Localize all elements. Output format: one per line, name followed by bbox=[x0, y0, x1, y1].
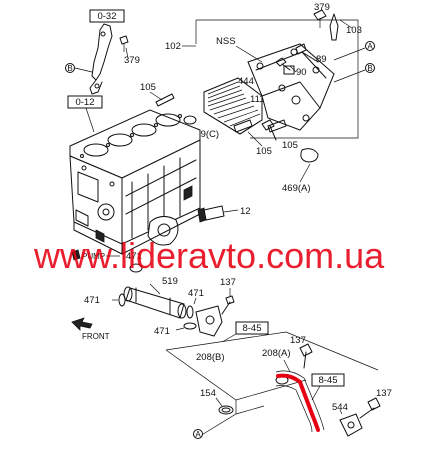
gasket-471-top bbox=[129, 263, 143, 273]
svg-text:B: B bbox=[367, 64, 372, 73]
watermark: www.lideravto.com.ua bbox=[33, 235, 385, 276]
marker-b-bracket: B bbox=[65, 63, 93, 73]
part-label-111[interactable]: 111 bbox=[250, 94, 264, 105]
hose-208a bbox=[275, 370, 325, 433]
engine-block bbox=[69, 109, 201, 255]
ref-box-0-12[interactable]: 0-12 bbox=[67, 95, 103, 109]
marker-b-cooler: B bbox=[333, 63, 375, 83]
part-label-90[interactable]: 90 bbox=[296, 67, 307, 78]
bolt-137-lower bbox=[359, 397, 381, 419]
ref-8-45-upper: 8-45 bbox=[242, 323, 261, 334]
part-label-102[interactable]: 102 bbox=[165, 41, 181, 52]
gasket-471-bottom bbox=[175, 322, 197, 331]
part-label-208a[interactable]: 208(A) bbox=[262, 348, 291, 359]
part-label-105a[interactable]: 105 bbox=[140, 82, 156, 93]
svg-text:B: B bbox=[67, 64, 72, 73]
marker-a-lower: A bbox=[193, 429, 203, 439]
part-label-12[interactable]: 12 bbox=[240, 206, 251, 217]
part-label-154[interactable]: 154 bbox=[200, 388, 216, 399]
pump-label[interactable]: PUMP bbox=[82, 252, 105, 261]
svg-text:A: A bbox=[367, 42, 373, 51]
part-label-469c[interactable]: 469(C) bbox=[190, 129, 219, 140]
part-label-137c[interactable]: 137 bbox=[376, 388, 392, 399]
ref-8-45-lower: 8-45 bbox=[318, 375, 337, 386]
stud-105-right bbox=[267, 119, 287, 133]
part-label-444[interactable]: 444 bbox=[238, 76, 254, 87]
clip-137-middle bbox=[299, 343, 313, 369]
part-label-105b[interactable]: 105 bbox=[256, 146, 272, 157]
part-label-519[interactable]: 519 bbox=[162, 276, 178, 287]
hose-208b bbox=[204, 338, 226, 374]
part-label-103[interactable]: 103 bbox=[346, 25, 362, 36]
part-label-nss[interactable]: NSS bbox=[216, 36, 236, 47]
svg-text:A: A bbox=[195, 430, 201, 439]
part-label-469a[interactable]: 469(A) bbox=[282, 183, 311, 194]
part-label-89[interactable]: 89 bbox=[316, 54, 327, 65]
gasket-471-right bbox=[186, 297, 197, 319]
bracket-assembly bbox=[89, 23, 129, 95]
ref-box-8-45-lower[interactable]: 8-45 bbox=[311, 373, 345, 387]
ref-box-8-45-upper[interactable]: 8-45 bbox=[235, 321, 269, 335]
part-label-137b[interactable]: 137 bbox=[290, 335, 306, 346]
part-label-471d[interactable]: 471 bbox=[154, 326, 170, 337]
plug-12 bbox=[197, 205, 239, 223]
flange-544 bbox=[339, 409, 363, 437]
part-label-471b[interactable]: 471 bbox=[84, 295, 100, 306]
cooler-bolts bbox=[261, 9, 353, 141]
oring-469c bbox=[183, 115, 197, 125]
part-label-471a[interactable]: 471 bbox=[126, 251, 142, 262]
ref-box-0-32[interactable]: 0-32 bbox=[89, 9, 125, 23]
marker-a-cooler: A bbox=[333, 41, 375, 61]
ref-0-12: 0-12 bbox=[75, 97, 94, 108]
stud-105-mid bbox=[233, 119, 263, 147]
ref-0-32: 0-32 bbox=[97, 11, 116, 22]
gasket-471-left bbox=[112, 293, 126, 307]
pipe-519 bbox=[123, 286, 187, 319]
part-label-379a[interactable]: 379 bbox=[124, 55, 140, 66]
part-label-471c[interactable]: 471 bbox=[188, 288, 204, 299]
front-label: FRONT bbox=[82, 332, 110, 341]
oil-cooler-housing bbox=[247, 43, 335, 131]
oring-469a bbox=[299, 148, 319, 183]
front-direction-arrow bbox=[71, 317, 93, 331]
pipe-flange bbox=[195, 295, 235, 337]
stud-105-left bbox=[149, 91, 175, 107]
part-label-544[interactable]: 544 bbox=[332, 402, 348, 413]
part-label-208b[interactable]: 208(B) bbox=[196, 352, 225, 363]
part-label-137a[interactable]: 137 bbox=[220, 277, 236, 288]
guide-lines bbox=[165, 331, 379, 437]
part-label-379b[interactable]: 379 bbox=[314, 2, 330, 13]
part-label-105c[interactable]: 105 bbox=[282, 140, 298, 151]
oil-cooler-group-outline bbox=[182, 19, 359, 139]
oring-154 bbox=[215, 397, 234, 415]
oil-cooler-element bbox=[203, 77, 263, 135]
